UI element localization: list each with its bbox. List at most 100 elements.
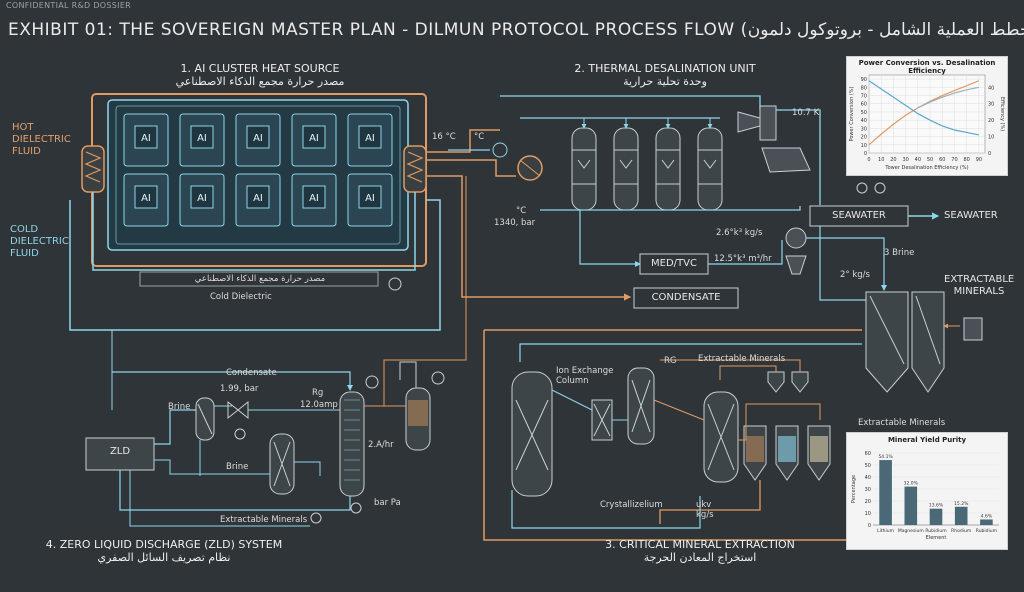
- y-right-tick-label: 40: [988, 85, 994, 91]
- pump-icon-2: [785, 227, 807, 249]
- temp-c2: °C: [516, 206, 527, 216]
- y-tick-label: 90: [861, 77, 867, 83]
- ai-chip-label: AI: [253, 133, 263, 144]
- section-zld-title-ar: نظام تصريف السائل الصفري: [97, 551, 231, 564]
- zld-group: [85, 176, 467, 527]
- ai-chip-label: AI: [309, 133, 319, 144]
- seawater-box-label: SEAWATER: [832, 210, 886, 221]
- y-axis-label: Power Conversion (%): [849, 86, 855, 141]
- ai-chip: [358, 125, 382, 149]
- rg2-label: RG: [664, 356, 677, 366]
- series-line: [868, 80, 980, 136]
- zld-box-label: ZLD: [109, 446, 131, 457]
- ai-chip-label: AI: [365, 133, 375, 144]
- y-tick-label: 60: [861, 102, 867, 108]
- section-mineral-title: 3. CRITICAL MINERAL EXTRACTION: [605, 538, 795, 551]
- y-tick-label: 0: [868, 523, 871, 529]
- extract-m-label: Extractable Minerals: [698, 354, 786, 364]
- y-tick-label: 30: [865, 487, 871, 493]
- ai-chip: [302, 185, 326, 209]
- category-label: Magnesium: [898, 528, 924, 534]
- category-label: Rubidium: [925, 528, 946, 534]
- temp-16: 16 °C: [432, 132, 456, 142]
- flow-m3hr: 12.5°k³ m³/hr: [714, 254, 772, 264]
- section-ai-title: 1. AI CLUSTER HEAT SOURCE: [180, 62, 340, 75]
- y-tick-label: 40: [861, 118, 867, 124]
- y-tick-label: 20: [861, 135, 867, 141]
- bar: [904, 486, 918, 525]
- ai-chip-label: AI: [365, 193, 375, 204]
- thermal-desal-group: [500, 95, 940, 309]
- temp-c: °C: [474, 132, 485, 142]
- ai-chip: [190, 125, 214, 149]
- x-axis-label: Element: [926, 535, 947, 541]
- ai-chip: [246, 185, 270, 209]
- cold-fluid-label: COLD DIELECTRIC FLUID: [10, 224, 69, 259]
- x-tick-label: 70: [951, 157, 957, 163]
- y-right-tick-label: 10: [988, 135, 994, 141]
- ai-chip-label: AI: [197, 133, 207, 144]
- extract-m2-label: Extractable Minerals: [858, 418, 946, 428]
- ai-caption: Cold Dielectric: [210, 292, 272, 302]
- k107-label: 10.7 K: [792, 108, 820, 118]
- y-right-tick-label: 20: [988, 118, 994, 124]
- ai-chip: [190, 185, 214, 209]
- seawater-out-label: SEAWATER: [944, 210, 998, 221]
- line-chart-title: Power Conversion vs. Desalination Effici…: [858, 59, 996, 75]
- y-tick-label: 80: [861, 85, 867, 91]
- turbine-icon: [737, 111, 761, 133]
- y-tick-label: 10: [865, 511, 871, 517]
- x-tick-label: 80: [963, 157, 969, 163]
- x-tick-label: 0: [867, 157, 870, 163]
- desal-column: [613, 127, 639, 211]
- ukv-label: ukv kg/s: [696, 500, 714, 520]
- pressure-1340: 1340, bar: [494, 218, 536, 228]
- hr-label: 2.A/hr: [368, 440, 394, 450]
- evaporator-column: [339, 391, 365, 497]
- settler-tanks: [865, 291, 983, 393]
- pressure-199: 1.99, bar: [220, 384, 259, 394]
- page-title: EXHIBIT 01: THE SOVEREIGN MASTER PLAN - …: [8, 20, 1024, 40]
- bar-chart-title: Mineral Yield Purity: [887, 436, 967, 444]
- y-right-tick-label: 0: [988, 151, 991, 157]
- flow-kgs: 2.6°k³ kg/s: [716, 228, 763, 238]
- y-tick-label: 50: [865, 463, 871, 469]
- bar: [929, 508, 943, 525]
- y-tick-label: 20: [865, 499, 871, 505]
- ai-chip: [302, 125, 326, 149]
- kgs-2-label: 2° kg/s: [840, 270, 870, 280]
- category-label: Rubidium: [976, 528, 997, 534]
- bar-pa-label: bar Pa: [374, 498, 401, 508]
- amp-label: 12.0amp: [300, 400, 338, 410]
- series-line: [917, 86, 980, 109]
- x-axis-label: Tower Desalination Efficiency (%): [884, 165, 968, 171]
- plot-area: [868, 74, 986, 154]
- x-tick-label: 90: [976, 157, 982, 163]
- desal-column: [697, 127, 723, 211]
- y-right-axis-label: Efficiency (%): [999, 97, 1005, 131]
- section-zld-title: 4. ZERO LIQUID DISCHARGE (ZLD) SYSTEM: [45, 538, 283, 551]
- extractable-minerals-label: EXTRACTABLE MINERALS: [944, 274, 1015, 297]
- x-tick-label: 30: [902, 157, 908, 163]
- ai-caption-ar: مصدر حرارة مجمع الذكاء الاصطناعي: [194, 274, 326, 284]
- crystallizelium-label: Crystallizelium: [600, 500, 663, 510]
- mineral-fill: [778, 436, 796, 462]
- ai-chip: [134, 185, 158, 209]
- bar-value-label: 54.1%: [878, 454, 893, 460]
- right-heat-exchanger: [403, 145, 427, 193]
- section-ai-title-ar: مصدر حرارة مجمع الذكاء الاصطناعي: [175, 75, 345, 88]
- bar: [879, 460, 892, 525]
- mineral-extraction-group: [511, 359, 831, 497]
- section-thermal-title: 2. THERMAL DESALINATION UNIT: [574, 62, 756, 75]
- dossier-label: CONFIDENTIAL R&D DOSSIER: [6, 1, 132, 10]
- bar-value-label: 13.6%: [929, 503, 944, 509]
- brine-zld-label-a: Brine: [168, 402, 191, 412]
- rg-label: Rg: [312, 388, 324, 398]
- section-mineral-title-ar: استخراج المعادن الحرجة: [643, 551, 757, 564]
- y-axis-label: Percentage: [851, 475, 857, 503]
- y-tick-label: 40: [865, 475, 871, 481]
- valve-icon: [227, 400, 239, 420]
- x-tick-label: 40: [915, 157, 921, 163]
